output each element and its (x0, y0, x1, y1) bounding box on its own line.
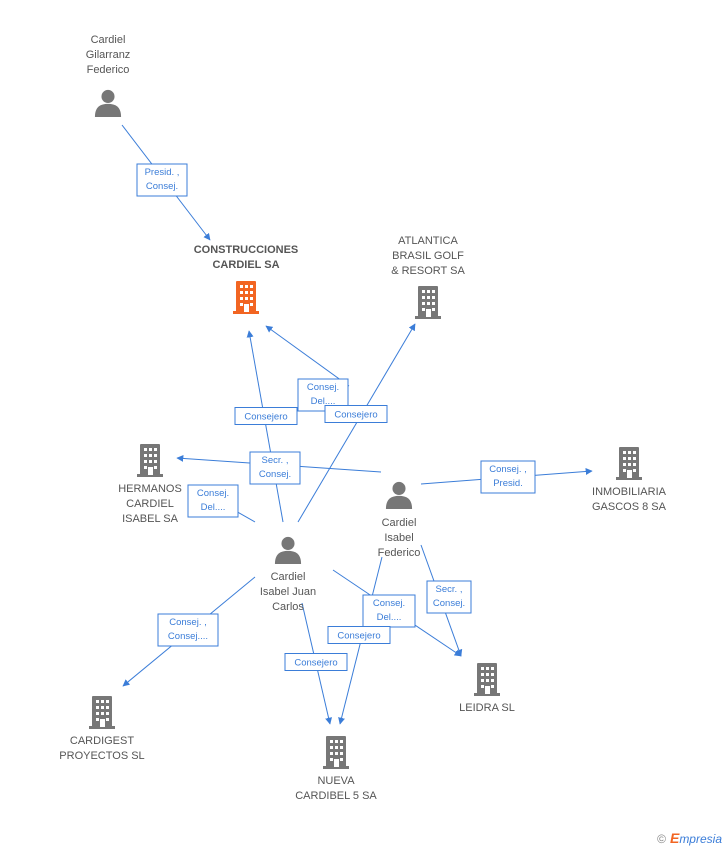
edge-label-text: Consej. (197, 488, 229, 499)
edge-label-text: Consej. (373, 598, 405, 609)
edge-label-cardiel_isabel_juan_carlos-to-hermanos_cardiel[interactable]: Consej. Del.... (187, 484, 239, 518)
building-icon (233, 281, 259, 314)
node-label: Federico (378, 547, 421, 559)
building-icon (415, 286, 441, 319)
edge-label-text: Del.... (201, 502, 226, 513)
brand-initial: E (669, 830, 680, 846)
node-nueva_cardibel[interactable]: NUEVA CARDIBEL 5 SA (295, 736, 377, 802)
node-label: LEIDRA SL (459, 702, 515, 714)
node-label: Carlos (272, 601, 304, 613)
edge-label-cardiel_isabel_juan_carlos-to-atlantica_brasil[interactable]: Consejero (324, 405, 388, 423)
node-label: CARDIEL SA (212, 259, 279, 271)
edge-label-text: Consej. (146, 181, 178, 192)
edge-label-text: Consejero (244, 412, 287, 423)
edge-label-cardiel_isabel_juan_carlos-to-leidra[interactable]: Consej. Del.... (362, 594, 416, 628)
edge-label-cardiel_isabel_juan_carlos-to-construcciones_cardiel[interactable]: Consejero (234, 407, 298, 425)
node-label: Federico (87, 64, 130, 76)
node-label: CARDIEL (126, 498, 174, 510)
edge-label-text: Consej.... (168, 631, 208, 642)
node-label: Isabel Juan (260, 586, 316, 598)
node-label: GASCOS 8 SA (592, 501, 667, 513)
node-label: ATLANTICA (398, 235, 458, 247)
building-icon (616, 447, 642, 480)
node-label: Cardiel (382, 517, 417, 529)
edge-label-cardiel_isabel_federico-to-hermanos_cardiel[interactable]: Secr. , Consej. (249, 451, 301, 485)
node-label: Cardiel (271, 571, 306, 583)
edge-label-text: Secr. , (436, 584, 463, 595)
edge-label-cardiel_gilarranz-to-construcciones_cardiel[interactable]: Presid. , Consej. (136, 163, 188, 197)
edge-label-text: Consej. (307, 382, 339, 393)
person-icon (94, 89, 122, 117)
node-label: Isabel (384, 532, 413, 544)
person-icon (274, 536, 302, 564)
copyright-symbol: © (657, 832, 666, 846)
node-leidra[interactable]: LEIDRA SL (459, 663, 515, 714)
person-icon (385, 481, 413, 509)
building-icon (474, 663, 500, 696)
edge-label-text: Del.... (311, 396, 336, 407)
edge-label-text: Consejero (294, 658, 337, 669)
node-label: Cardiel (91, 34, 126, 46)
node-label: Gilarranz (86, 49, 131, 61)
node-label: CARDIGEST (70, 735, 134, 747)
node-label: NUEVA (317, 775, 355, 787)
node-hermanos_cardiel[interactable]: HERMANOS CARDIEL ISABEL SA (118, 444, 182, 525)
edge-label-cardiel_isabel_juan_carlos-to-nueva_cardibel[interactable]: Consejero (284, 653, 348, 671)
node-atlantica_brasil[interactable]: ATLANTICA BRASIL GOLF & RESORT SA (391, 235, 465, 319)
edge-line-cardiel_isabel_juan_carlos-to-construcciones_cardiel (246, 330, 284, 523)
node-label: & RESORT SA (391, 265, 465, 277)
edge-label-text: Consejero (337, 631, 380, 642)
empresia-watermark: ©Empresia (657, 830, 722, 846)
edge-label-text: Consej. (259, 469, 291, 480)
building-icon (323, 736, 349, 769)
node-construcciones_cardiel[interactable]: CONSTRUCCIONES CARDIEL SA (194, 244, 299, 314)
edge-label-text: Consej. (433, 598, 465, 609)
edge-label-cardiel_isabel_federico-to-leidra[interactable]: Secr. , Consej. (426, 580, 472, 614)
edge-label-cardiel_isabel_federico-to-nueva_cardibel[interactable]: Consejero (327, 626, 391, 644)
node-cardigest[interactable]: CARDIGEST PROYECTOS SL (59, 696, 145, 762)
node-label: CARDIBEL 5 SA (295, 790, 377, 802)
node-label: PROYECTOS SL (59, 750, 144, 762)
node-inmobiliaria_gascos[interactable]: INMOBILIARIA GASCOS 8 SA (592, 447, 667, 513)
edge-label-text: Del.... (377, 612, 402, 623)
edge-label-text: Consej. , (489, 464, 527, 475)
brand-name: mpresia (679, 832, 722, 846)
edge-label-text: Consej. , (169, 617, 207, 628)
edge-label-cardiel_isabel_juan_carlos-to-cardigest[interactable]: Consej. , Consej.... (157, 613, 219, 647)
edge-label-text: Secr. , (262, 455, 289, 466)
node-label: ISABEL SA (122, 513, 179, 525)
node-label: INMOBILIARIA (592, 486, 667, 498)
node-label: BRASIL GOLF (392, 250, 464, 262)
edge-label-text: Consejero (334, 410, 377, 421)
node-label: HERMANOS (118, 483, 182, 495)
edge-label-cardiel_isabel_federico-to-inmobiliaria_gascos[interactable]: Consej. , Presid. (480, 460, 536, 494)
edge-label-text: Presid. (493, 478, 523, 489)
building-icon (137, 444, 163, 477)
building-icon (89, 696, 115, 729)
edge-label-text: Presid. , (145, 167, 180, 178)
node-label: CONSTRUCCIONES (194, 244, 299, 256)
edge-line-cardiel_isabel_federico-to-construcciones_cardiel (265, 325, 350, 387)
edge-label-cardiel_isabel_federico-to-construcciones_cardiel[interactable]: Consej. Del.... (297, 378, 349, 412)
